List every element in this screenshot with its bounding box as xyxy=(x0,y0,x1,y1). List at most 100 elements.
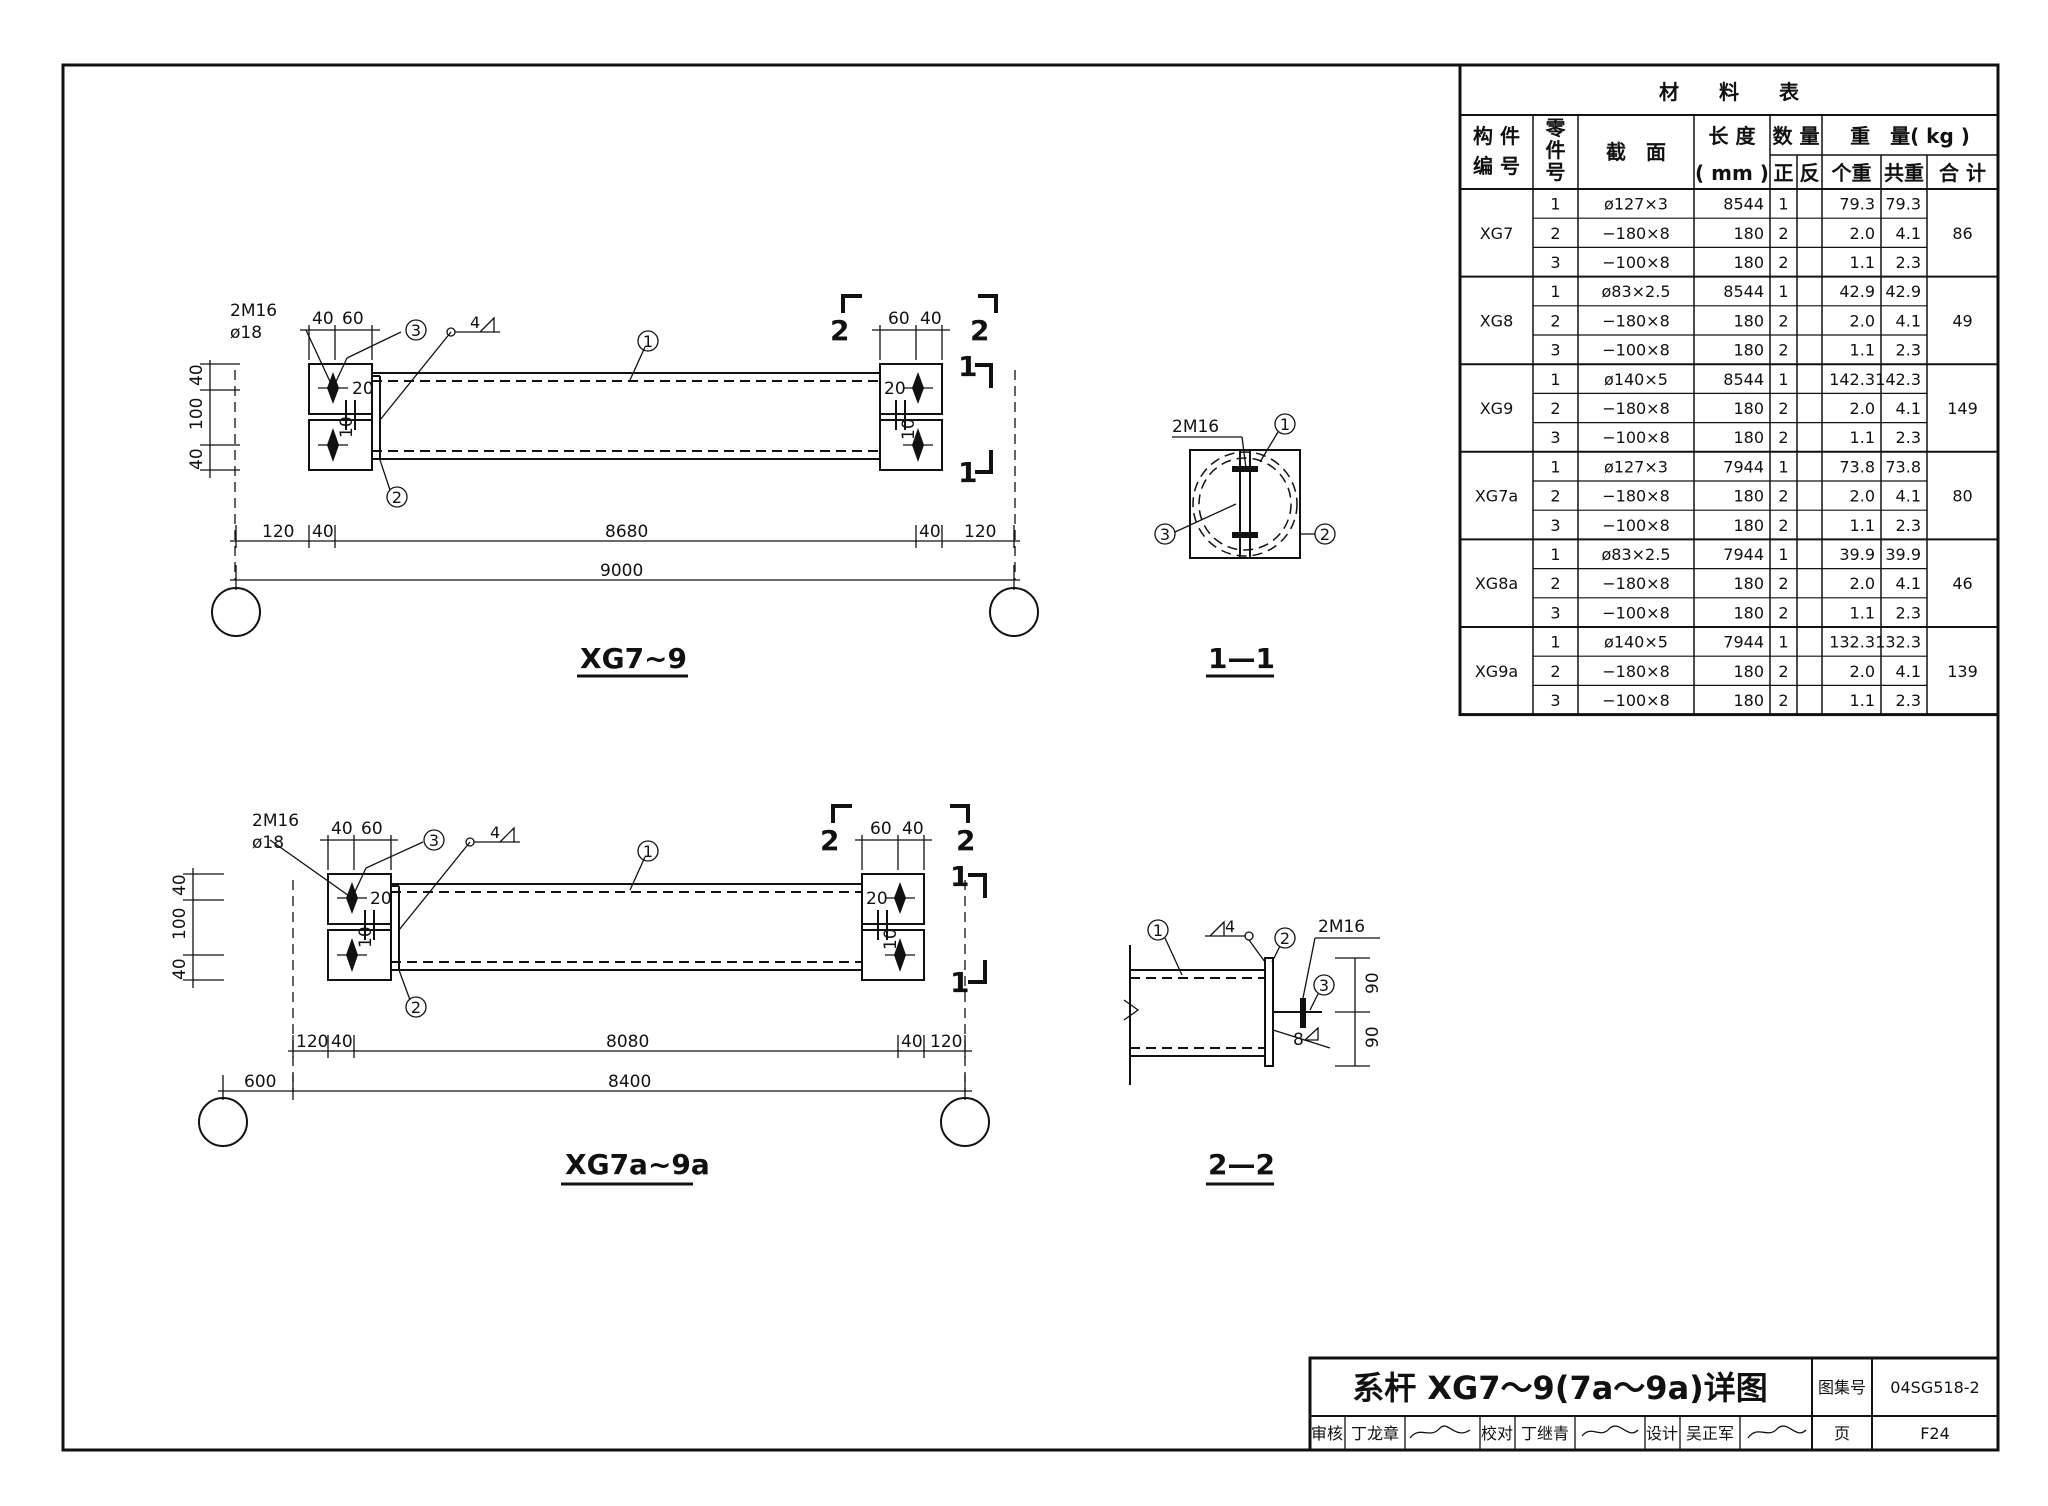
dim-label: 120 xyxy=(262,522,294,542)
weight-total: 4.1 xyxy=(1896,662,1921,681)
part-label: 2 xyxy=(1320,525,1330,544)
quantity: 2 xyxy=(1778,516,1788,535)
section-spec: ø83×2.5 xyxy=(1602,545,1671,564)
member-weight-sum: 46 xyxy=(1952,574,1972,593)
quantity: 1 xyxy=(1778,545,1788,564)
dim-label: 8080 xyxy=(606,1032,649,1052)
view-title: XG7~9 xyxy=(580,642,687,675)
weight-total: 39.9 xyxy=(1885,545,1921,564)
length: 180 xyxy=(1733,341,1764,360)
part-no: 2 xyxy=(1550,662,1560,681)
member-weight-sum: 49 xyxy=(1952,311,1972,330)
part-no: 3 xyxy=(1550,253,1560,272)
weight-total: 4.1 xyxy=(1896,311,1921,330)
part-no: 1 xyxy=(1550,457,1560,476)
axis-bubble xyxy=(198,1097,248,1147)
header-length: 长 度 xyxy=(1709,124,1757,148)
view-title: 1—1 xyxy=(1208,642,1275,675)
section-spec: ø83×2.5 xyxy=(1602,282,1671,301)
weight-each: 39.9 xyxy=(1839,545,1875,564)
header-member-no: 编 号 xyxy=(1473,154,1520,178)
section-spec: −180×8 xyxy=(1602,399,1670,418)
dim-label: 20 xyxy=(352,379,374,399)
section-spec: −180×8 xyxy=(1602,311,1670,330)
bolt-spec-label: 2M16 xyxy=(252,811,299,831)
view-title: 2—2 xyxy=(1208,1148,1275,1181)
section-mark: 2 xyxy=(956,824,975,857)
length: 8544 xyxy=(1723,282,1764,301)
length: 180 xyxy=(1733,691,1764,710)
dim-label: 90 xyxy=(1363,1026,1383,1048)
review-label: 审核 xyxy=(1311,1424,1343,1443)
section-spec: ø127×3 xyxy=(1604,195,1668,214)
member-no: XG9 xyxy=(1480,399,1514,418)
bolt-spec-label: 2M16 xyxy=(230,301,277,321)
part-label: 3 xyxy=(411,321,421,340)
reviewer-signature xyxy=(1409,1425,1471,1439)
dim-label: 40 xyxy=(919,522,941,542)
quantity: 2 xyxy=(1778,428,1788,447)
header-member-no: 构 件 xyxy=(1473,124,1520,148)
section-spec: −100×8 xyxy=(1602,516,1670,535)
part-label: 3 xyxy=(1160,525,1170,544)
member-no: XG8a xyxy=(1475,574,1518,593)
hole-spec-label: ø18 xyxy=(252,833,284,853)
section-1-1: 2M16 1 3 2 1—1 xyxy=(1154,413,1336,678)
header-qty-pos: 正 xyxy=(1774,161,1794,185)
part-bubble xyxy=(386,486,408,508)
weight-each: 1.1 xyxy=(1850,691,1875,710)
material-table: 材 料 表构 件编 号零件号截 面长 度( mm )数 量正反重 量( kg )… xyxy=(1458,63,2000,717)
bolt-spec-label: 2M16 xyxy=(1318,917,1365,937)
dim-label: 100 xyxy=(187,398,207,430)
dim-label: 60 xyxy=(888,309,910,329)
part-label: 2 xyxy=(1280,929,1290,948)
dim-label: 120 xyxy=(964,522,996,542)
dim-label: 90 xyxy=(1363,972,1383,994)
part-label: 3 xyxy=(429,831,439,850)
weight-total: 142.3 xyxy=(1875,370,1921,389)
weight-each: 1.1 xyxy=(1850,603,1875,622)
member-weight-sum: 149 xyxy=(1947,399,1978,418)
part-label: 3 xyxy=(1319,976,1329,995)
dim-label: 40 xyxy=(187,364,207,386)
page-label: 页 xyxy=(1834,1424,1850,1443)
part-no: 1 xyxy=(1550,545,1560,564)
dim-label: 40 xyxy=(187,448,207,470)
section-mark: 1 xyxy=(958,456,977,489)
weight-total: 42.9 xyxy=(1885,282,1921,301)
axis-bubble xyxy=(940,1097,990,1147)
length: 180 xyxy=(1733,516,1764,535)
member-no: XG7 xyxy=(1480,224,1514,243)
section-spec: −180×8 xyxy=(1602,662,1670,681)
section-spec: −100×8 xyxy=(1602,691,1670,710)
weight-total: 2.3 xyxy=(1896,253,1921,272)
dim-label: 60 xyxy=(870,819,892,839)
section-spec: ø127×3 xyxy=(1604,457,1668,476)
member-weight-sum: 80 xyxy=(1952,487,1972,506)
part-no: 2 xyxy=(1550,574,1560,593)
weight-each: 1.1 xyxy=(1850,428,1875,447)
quantity: 1 xyxy=(1778,633,1788,652)
weight-each: 2.0 xyxy=(1850,224,1875,243)
dim-label: 100 xyxy=(170,908,190,940)
quantity: 1 xyxy=(1778,282,1788,301)
dim-label: 120 xyxy=(296,1032,328,1052)
bolt-spec-label: 2M16 xyxy=(1172,417,1219,437)
part-no: 3 xyxy=(1550,516,1560,535)
atlas-label: 图集号 xyxy=(1818,1378,1866,1397)
atlas-number: 04SG518-2 xyxy=(1890,1378,1979,1397)
dim-total: 8400 xyxy=(608,1072,651,1092)
weight-each: 142.3 xyxy=(1829,370,1875,389)
dim-label: 600 xyxy=(244,1072,276,1092)
table-title: 材 料 表 xyxy=(1659,80,1800,104)
weld-mark-label: 4 xyxy=(470,313,480,332)
dim-label: 8680 xyxy=(605,522,648,542)
member-no: XG7a xyxy=(1475,487,1518,506)
section-mark: 2 xyxy=(970,314,989,347)
part-bubble xyxy=(637,330,659,352)
length: 180 xyxy=(1733,603,1764,622)
part-bubble xyxy=(405,319,427,341)
weight-total: 2.3 xyxy=(1896,428,1921,447)
length: 7944 xyxy=(1723,633,1764,652)
